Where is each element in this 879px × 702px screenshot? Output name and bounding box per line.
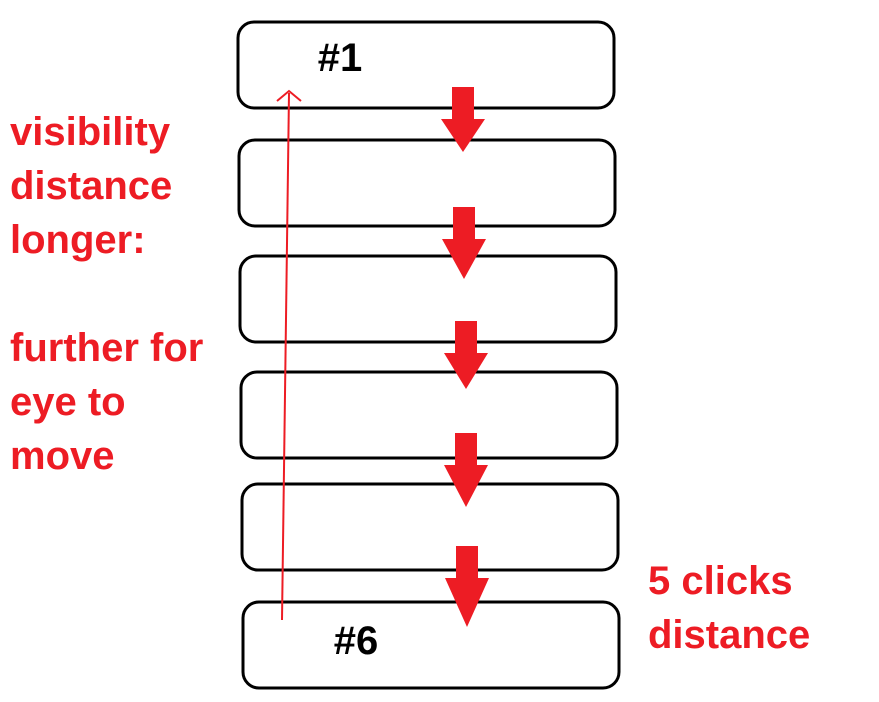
box-1 <box>236 20 616 110</box>
down-arrow-4 <box>444 433 488 507</box>
down-arrow-1 <box>441 87 485 152</box>
visibility-note: visibility distance longer: further for … <box>10 110 204 478</box>
box-1-label: #1 <box>318 36 363 80</box>
eye-travel-arrow <box>276 89 302 621</box>
box-6 <box>241 600 621 690</box>
box-6-label: #6 <box>334 619 379 663</box>
down-arrow-5 <box>445 546 489 627</box>
down-arrow-2 <box>442 207 486 279</box>
box-3 <box>238 254 618 344</box>
box-4 <box>239 370 619 460</box>
box-5 <box>240 482 620 572</box>
box-2 <box>237 138 617 228</box>
down-arrow-3 <box>444 321 488 389</box>
clicks-distance-note: 5 clicks distance <box>648 559 811 657</box>
